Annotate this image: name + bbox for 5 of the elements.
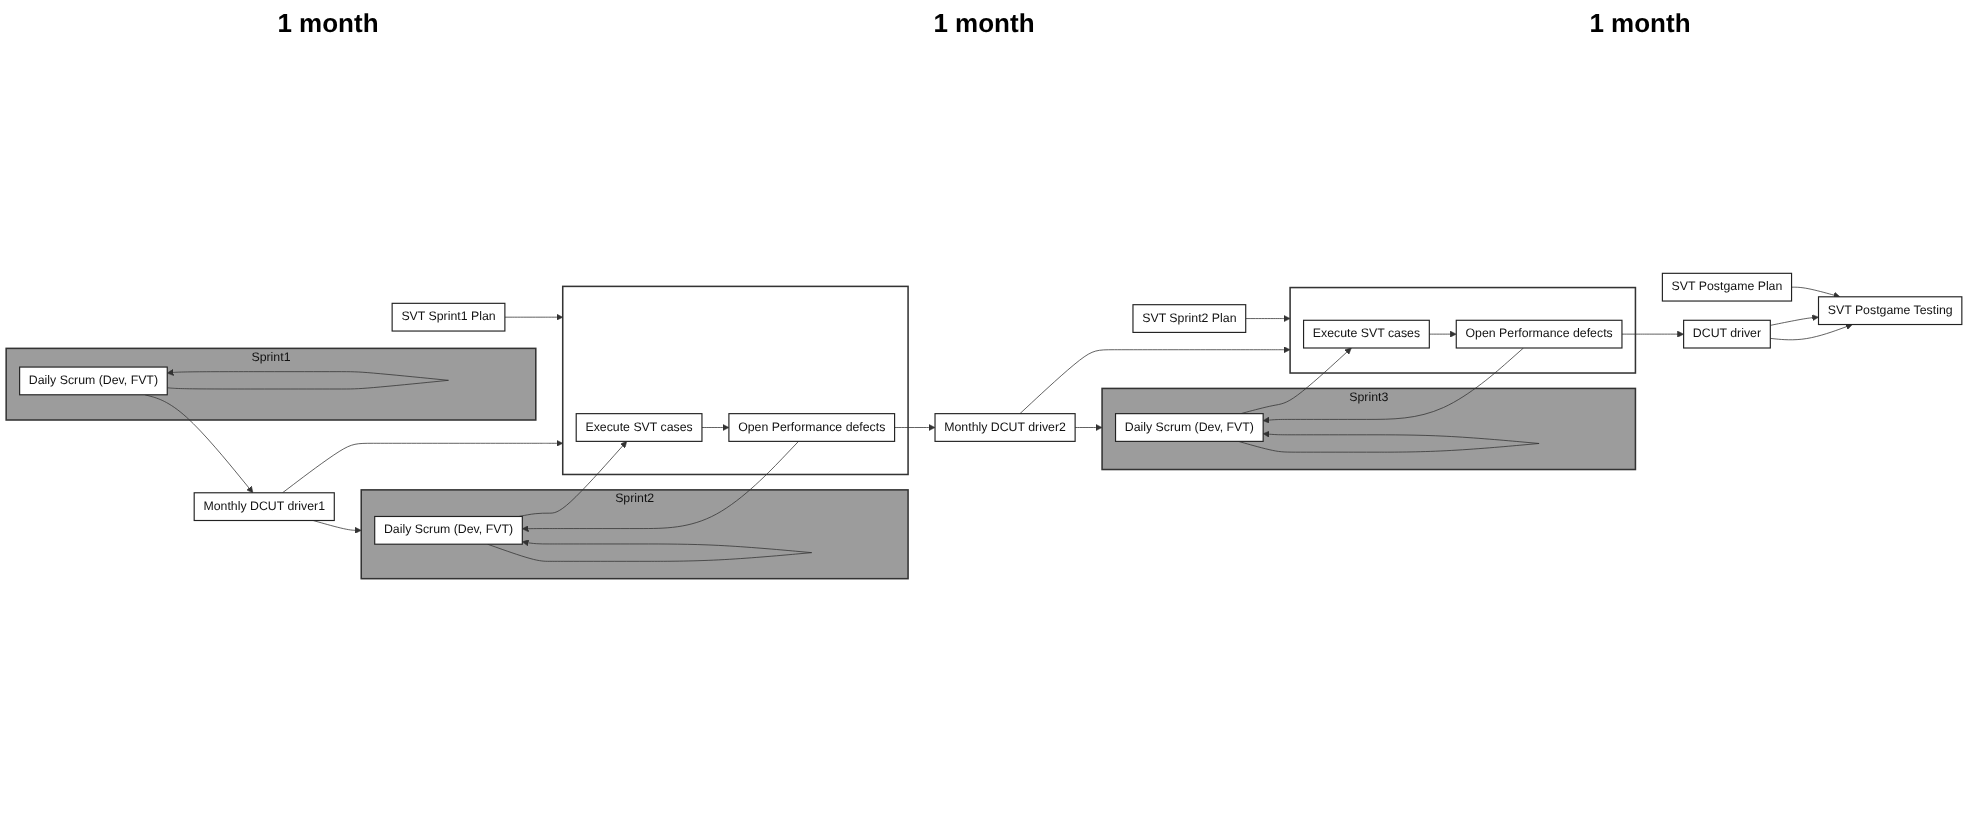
- cluster: [1289, 286, 1637, 374]
- duration-label: 1 month: [1589, 7, 1691, 37]
- duration-label: 1 month: [933, 7, 1035, 37]
- duration-label: 1 month: [277, 7, 379, 37]
- cluster: [561, 285, 909, 476]
